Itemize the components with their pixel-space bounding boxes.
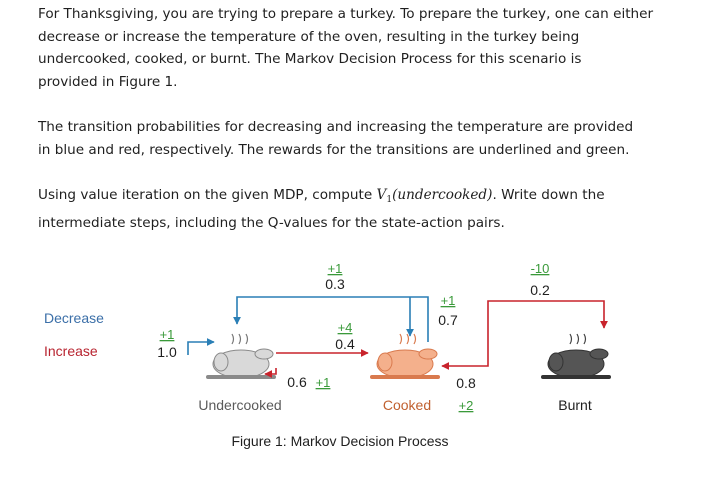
cooked-down-prob: 0.7 [438, 312, 458, 328]
value-function-symbol: V1(undercooked) [376, 187, 493, 205]
intro-line: provided in Figure 1. [38, 73, 178, 90]
burnt-turkey-icon [541, 333, 611, 379]
legend-increase: Increase [44, 343, 98, 359]
transition-paragraph: The transition probabilities for decreas… [38, 116, 678, 161]
state-cooked: Cooked [383, 397, 431, 413]
mid-prob: 0.4 [335, 336, 355, 352]
transition-line: in blue and red, respectively. The rewar… [38, 141, 630, 158]
under-prob: 0.6 [287, 374, 307, 390]
increase-arrow-cooked-to-burnt [487, 300, 608, 352]
v-subscript: 1 [386, 195, 393, 205]
mid-reward: +4 [338, 320, 353, 335]
top-reward: +1 [328, 261, 343, 276]
task-line-2: intermediate steps, including the Q-valu… [38, 214, 505, 231]
task-text-before: Using value iteration on the given MDP, … [38, 187, 377, 203]
cooked-stay-prob: 0.8 [456, 375, 476, 391]
state-burnt: Burnt [558, 397, 592, 413]
v-argument: (undercooked) [392, 187, 493, 203]
cooked-down-reward: +1 [441, 293, 456, 308]
intro-line: decrease or increase the temperature of … [38, 28, 580, 45]
figure-caption: Figure 1: Markov Decision Process [231, 433, 448, 449]
burnt-prob: 0.2 [530, 282, 550, 298]
intro-line: undercooked, cooked, or burnt. The Marko… [38, 51, 582, 67]
under-reward: +1 [316, 375, 331, 390]
increase-arrow-cooked-stay [441, 352, 489, 370]
burnt-reward: -10 [531, 261, 550, 276]
legend-decrease: Decrease [44, 310, 104, 326]
v-symbol: V [376, 187, 387, 203]
self-reward: +1 [160, 327, 175, 342]
self-prob: 1.0 [157, 344, 177, 360]
mdp-figure: Decrease Increase +1 0.3 +1 0.7 -10 0.2 … [44, 261, 611, 449]
increase-arrow-undercooked-stay [264, 368, 277, 378]
cooked-turkey-icon [370, 333, 440, 379]
intro-line: For Thanksgiving, you are trying to prep… [38, 6, 654, 22]
cooked-stay-reward: +2 [459, 398, 474, 413]
decrease-arrow-undercooked-self [187, 338, 215, 355]
decrease-arrow-cooked-to-undercooked [233, 296, 429, 342]
top-prob: 0.3 [325, 276, 345, 292]
task-line-1: Using value iteration on the given MDP, … [38, 184, 678, 212]
state-undercooked: Undercooked [198, 397, 281, 413]
intro-paragraph: For Thanksgiving, you are trying to prep… [38, 3, 678, 93]
transition-line: The transition probabilities for decreas… [38, 119, 634, 135]
task-text-after: . Write down the [492, 187, 605, 203]
undercooked-turkey-icon [206, 333, 276, 379]
task-paragraph: Using value iteration on the given MDP, … [38, 184, 678, 234]
